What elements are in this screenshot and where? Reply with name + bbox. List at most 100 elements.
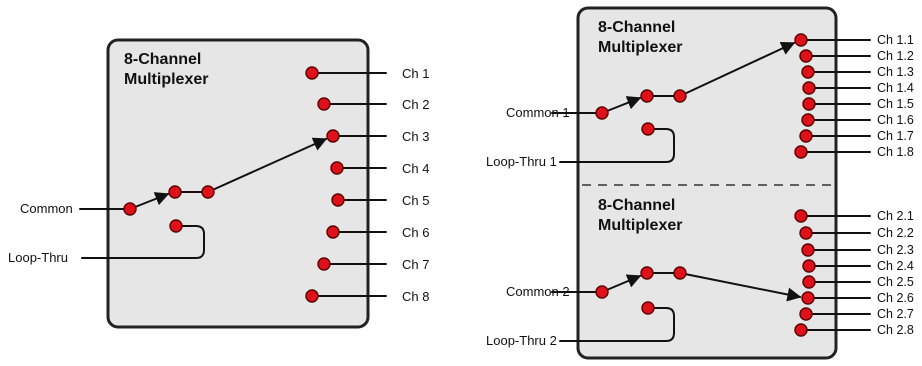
selected-path-1-arrow [679, 41, 796, 97]
contact-dot [330, 161, 344, 175]
right-top-channel-3: Ch 1.3 [801, 65, 914, 79]
channel-label: Ch 1.4 [877, 81, 914, 95]
right-top-channel-8: Ch 1.8 [794, 145, 914, 159]
channel-label: Ch 1.3 [877, 65, 914, 79]
loop-thru-2-wire [559, 307, 675, 342]
channel-label: Ch 2.3 [877, 243, 914, 257]
contact-dot [317, 97, 331, 111]
right-bottom-channel-6: Ch 2.6 [801, 291, 914, 305]
common-2-label: Common 2 [506, 284, 570, 299]
channel-label: Ch 2 [402, 97, 429, 112]
switch-contact [168, 185, 182, 199]
loop-thru-2-label: Loop-Thru 2 [486, 333, 557, 348]
left-channel-3: Ch 3 [326, 129, 429, 144]
contact-dot [799, 49, 813, 63]
contact-dot [794, 33, 808, 47]
right-top-channel-4: Ch 1.4 [802, 81, 914, 95]
right-bottom-channel-4: Ch 2.4 [802, 259, 914, 273]
switch-contact [201, 185, 215, 199]
left-multiplexer-box [106, 38, 370, 329]
common-1-label: Common 1 [506, 105, 570, 120]
channel-label: Ch 6 [402, 225, 429, 240]
loop-thru-1-wire [559, 128, 675, 163]
contact-dot [305, 66, 319, 80]
channel-label: Ch 2.1 [877, 209, 914, 223]
channel-label: Ch 1.5 [877, 97, 914, 111]
right-multiplexer-box [576, 6, 838, 360]
contact-dot [326, 225, 340, 239]
contact-dot [331, 193, 345, 207]
channel-label: Ch 8 [402, 289, 429, 304]
contact-dot [305, 289, 319, 303]
switch-contact [673, 89, 687, 103]
switch-contact [640, 89, 654, 103]
common-2-contact [595, 285, 609, 299]
channel-label: Ch 5 [402, 193, 429, 208]
right-top-section: 8-Channel Multiplexer Ch 1.1 Ch 1.2 Ch 1… [486, 19, 914, 169]
right-bottom-channel-3: Ch 2.3 [801, 243, 914, 257]
right-top-channel-5: Ch 1.5 [802, 97, 914, 111]
left-channel-2: Ch 2 [317, 97, 429, 112]
contact-dot [801, 113, 815, 127]
channel-label: Ch 1.6 [877, 113, 914, 127]
contact-dot [801, 291, 815, 305]
left-title-line2: Multiplexer [124, 71, 208, 88]
right-bottom-channel-7: Ch 2.7 [799, 307, 914, 321]
common-label: Common [20, 201, 73, 216]
right-multiplexer: 8-Channel Multiplexer Ch 1.1 Ch 1.2 Ch 1… [486, 6, 914, 360]
left-channel-5: Ch 5 [331, 193, 429, 208]
channel-label: Ch 2.7 [877, 307, 914, 321]
channel-label: Ch 1.8 [877, 145, 914, 159]
contact-dot [799, 307, 813, 321]
right-bottom-channel-5: Ch 2.5 [802, 275, 914, 289]
loop-thru-label: Loop-Thru [8, 250, 68, 265]
channel-label: Ch 3 [402, 129, 429, 144]
channel-label: Ch 4 [402, 161, 429, 176]
contact-dot [317, 257, 331, 271]
right-top-channel-1: Ch 1.1 [794, 33, 914, 47]
right-bottom-channel-2: Ch 2.2 [799, 226, 914, 240]
contact-dot [326, 129, 340, 143]
loop-thru-1-label: Loop-Thru 1 [486, 154, 557, 169]
loop-thru-wire [81, 225, 205, 259]
channel-label: Ch 2.5 [877, 275, 914, 289]
left-channel-1: Ch 1 [305, 66, 429, 81]
contact-dot [801, 65, 815, 79]
right-top-title-line2: Multiplexer [598, 39, 682, 56]
contact-dot [802, 81, 816, 95]
switch-2-arrow [601, 274, 642, 293]
channel-label: Ch 7 [402, 257, 429, 272]
left-channel-6: Ch 6 [326, 225, 429, 240]
switch-contact [640, 266, 654, 280]
contact-dot [799, 226, 813, 240]
contact-dot [794, 145, 808, 159]
selected-path-arrow [207, 137, 328, 193]
common-1-contact [595, 106, 609, 120]
contact-dot [802, 259, 816, 273]
right-top-channel-2: Ch 1.2 [799, 49, 914, 63]
channel-label: Ch 2.2 [877, 226, 914, 240]
loop-thru-contact [169, 219, 183, 233]
contact-dot [799, 129, 813, 143]
right-bottom-title-line2: Multiplexer [598, 217, 682, 234]
right-bottom-channel-8: Ch 2.8 [794, 323, 914, 337]
channel-label: Ch 2.8 [877, 323, 914, 337]
left-channel-7: Ch 7 [317, 257, 429, 272]
channel-label: Ch 2.6 [877, 291, 914, 305]
left-title-line1: 8-Channel [124, 51, 201, 68]
right-top-channel-7: Ch 1.7 [799, 129, 914, 143]
common-contact [123, 202, 137, 216]
switch-1-arrow [601, 96, 642, 114]
left-channel-8: Ch 8 [305, 289, 429, 304]
contact-dot [802, 97, 816, 111]
right-top-title-line1: 8-Channel [598, 19, 675, 36]
contact-dot [801, 243, 815, 257]
right-bottom-channel-1: Ch 2.1 [794, 209, 914, 223]
switch-contact [673, 266, 687, 280]
switch-arrow [129, 192, 170, 210]
selected-path-2-arrow [679, 272, 802, 302]
channel-label: Ch 1.1 [877, 33, 914, 47]
contact-dot [794, 209, 808, 223]
right-bottom-title-line1: 8-Channel [598, 197, 675, 214]
